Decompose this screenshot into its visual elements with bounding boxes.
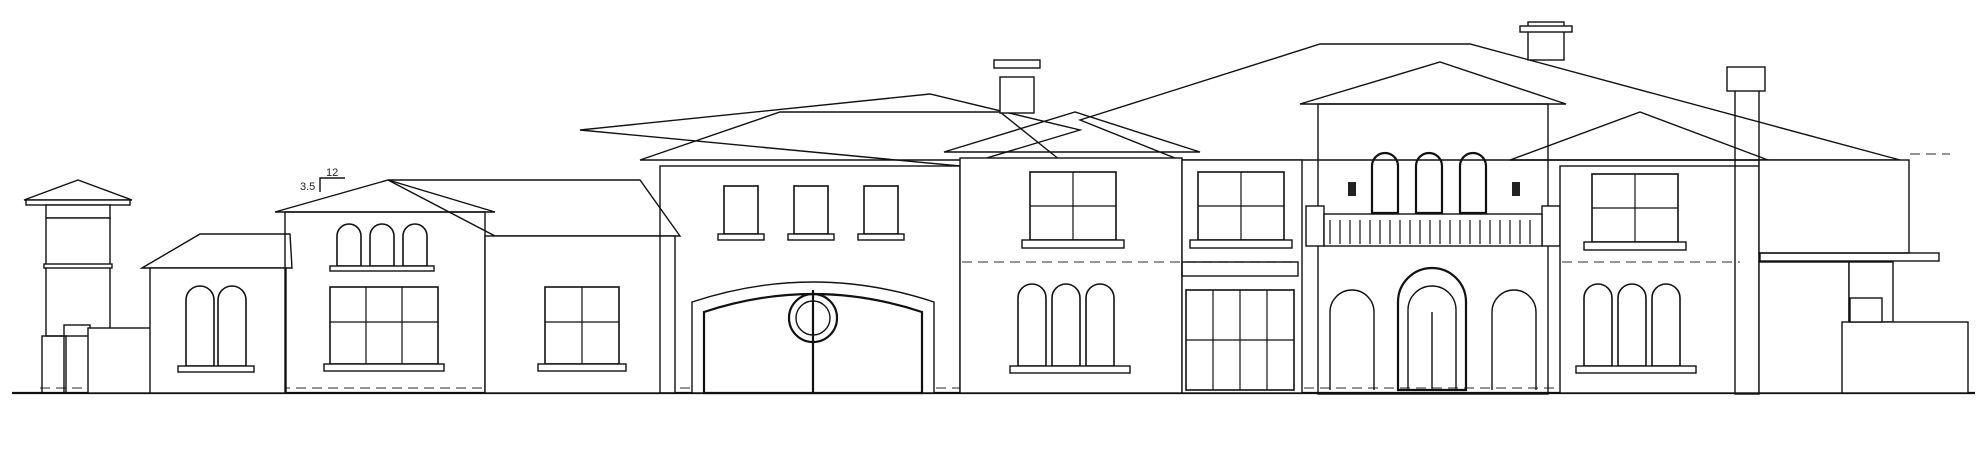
upper-window-center (1189, 171, 1293, 249)
roof-pitch-annotation: 12 3.5 (300, 167, 345, 193)
wall-lantern-right (1512, 182, 1520, 196)
left-tower (23, 179, 153, 394)
triple-arched-window-lower (1009, 283, 1131, 374)
gable-wing: 12 3.5 (274, 167, 682, 394)
casement-window-double (537, 286, 627, 372)
arched-entry-door (1396, 266, 1468, 392)
upper-windows (717, 185, 905, 241)
right-garden-wall (1841, 153, 1969, 394)
casement-window-triple (323, 286, 445, 372)
upper-window-left (1021, 171, 1125, 249)
central-tower (1299, 21, 1573, 395)
monogram-medallion (787, 292, 839, 344)
arched-niche-left (1329, 289, 1375, 390)
chimney-left (999, 76, 1035, 114)
main-block (943, 43, 1901, 394)
balcony-balustrade (1305, 205, 1561, 247)
pitch-run: 12 (326, 167, 338, 179)
twin-arched-window (185, 285, 247, 367)
diamond-pane-arched-windows (1370, 151, 1488, 215)
wall-lantern-left (1348, 182, 1356, 196)
french-doors (1181, 261, 1299, 391)
right-wing (1509, 66, 1940, 395)
left-wing (139, 233, 293, 394)
triple-arched-window (329, 223, 435, 272)
arched-niche-right (1491, 289, 1537, 390)
triple-arched-window-right (1575, 283, 1697, 374)
pitch-rise: 3.5 (300, 181, 315, 193)
garage-gate-doors (691, 281, 935, 395)
wall-niche (1849, 297, 1883, 323)
upper-window-right (1583, 173, 1687, 251)
